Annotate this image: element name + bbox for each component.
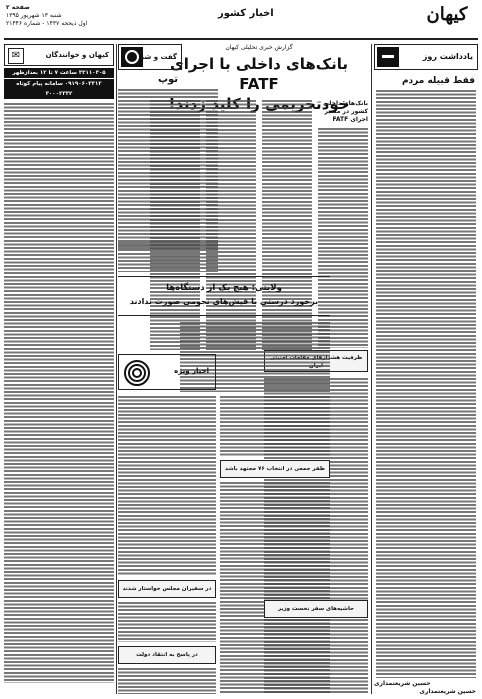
readers-header-box: کیهان و خوانندگان ✉ — [4, 44, 114, 66]
tup-section: گفت و شنود — [133, 53, 177, 61]
middle-lower-text-b — [220, 482, 330, 694]
tup-header: گفت و شنود — [118, 44, 182, 70]
spiral-icon — [123, 359, 151, 387]
inner-box-4: حاشیه‌های سفر نخست وزیر — [264, 600, 368, 618]
inner-box-1: ظفر جمعی در انتخاب ۷۶ مجتهد باشد — [220, 460, 330, 478]
readers-column: کیهان و خوانندگان ✉ ۳۳۱۱۰۳۰۵ ساعت ۷ تا ۱… — [4, 44, 114, 683]
tup-logo-icon — [121, 47, 143, 67]
readers-icon: ✉ — [8, 48, 24, 64]
tup-lower-text — [118, 242, 218, 272]
lead-kicker: گزارش خبری تحلیلی کیهان — [225, 44, 293, 51]
readers-title: کیهان و خوانندگان — [45, 51, 109, 59]
readers-phone-1: ۳۳۱۱۰۳۰۵ ساعت ۷ تا ۱۲ بعدازظهر — [4, 68, 114, 78]
lead-headline-1: بانک‌های داخلی با اجرای FATF — [169, 55, 349, 93]
spiral-section: اخبار ویژه — [118, 354, 216, 390]
date-line: شنبه ۱۳ شهریور ۱۳۹۵ — [6, 12, 62, 19]
lead-col-1: بانک‌های داخلی کشور در مسیر اجرای FATF — [318, 100, 368, 350]
logo: کیهان — [416, 4, 478, 34]
editorial-flag-icon — [377, 47, 399, 67]
middle-headline-2: برخورد درستی با فیش‌های نجومی صورت ندادن… — [129, 297, 319, 306]
left-middle-text-c — [118, 668, 216, 694]
tup-body: توپ — [118, 74, 218, 249]
page-number: صفحه ۲ — [6, 4, 30, 11]
editorial-author: حسین شریعتمداری — [374, 680, 431, 687]
lead-col-1-text — [318, 128, 368, 348]
editorial-header: یادداشت روز — [422, 52, 473, 61]
left-middle-text-a — [118, 396, 216, 576]
editorial-header-box: یادداشت روز — [374, 44, 478, 70]
inner-box-2: در سفیران مجلس خواستار شدند — [118, 580, 216, 598]
issue-line: اول ذیحجه ۱۴۳۷ - شماره ۲۱۴۴۶ — [6, 20, 88, 27]
editorial-body — [376, 90, 476, 678]
tup-text — [118, 89, 218, 249]
middle-headline-1: ولایتی: هیچ یک از دستگاه‌ها — [166, 283, 282, 293]
inner-box-3-title: در پاسخ به انتقاد دولت — [136, 652, 198, 658]
middle-story-header: ولایتی: هیچ یک از دستگاه‌ها برخورد درستی… — [118, 276, 330, 316]
logo-text: کیهان — [426, 4, 468, 25]
footer-signature: حسین شریعتمداری — [419, 688, 476, 695]
inner-box-4-title: حاشیه‌های سفر نخست وزیر — [278, 606, 354, 612]
inner-box-1-title: ظفر جمعی در انتخاب ۷۶ مجتهد باشد — [225, 466, 325, 472]
middle-story-body — [180, 322, 330, 392]
masthead-rule — [4, 38, 478, 40]
readers-text — [4, 103, 114, 683]
tup-header-box: گفت و شنود — [118, 44, 182, 70]
lead-subhead: بانک‌های داخلی کشور در مسیر اجرای FATF — [323, 100, 368, 123]
masthead: صفحه ۲ شنبه ۱۳ شهریور ۱۳۹۵ اول ذیحجه ۱۴۳… — [4, 4, 478, 38]
left-middle-text-b — [118, 602, 216, 642]
lead-col-2 — [262, 100, 312, 350]
tup-title: توپ — [157, 74, 179, 85]
editorial-title: فقط قبیله مردم — [401, 76, 475, 86]
inner-box-2-title: در سفیران مجلس خواستار شدند — [122, 586, 212, 592]
editorial-column: یادداشت روز فقط قبیله مردم حسین شریعتمدا… — [374, 44, 478, 694]
readers-phone-2: ۰۹۱۹۰۶۰۳۳۱۲ سامانه پیام کوتاه ۳۰۰۰۲۳۳۲ — [4, 79, 114, 99]
readers-divider — [116, 44, 117, 694]
section-label: اخبار کشور — [218, 8, 274, 19]
spiral-label: اخبار ویژه — [174, 367, 209, 375]
column-divider — [371, 44, 372, 694]
inner-box-3: در پاسخ به انتقاد دولت — [118, 646, 216, 664]
middle-lower-text-a — [220, 396, 330, 456]
